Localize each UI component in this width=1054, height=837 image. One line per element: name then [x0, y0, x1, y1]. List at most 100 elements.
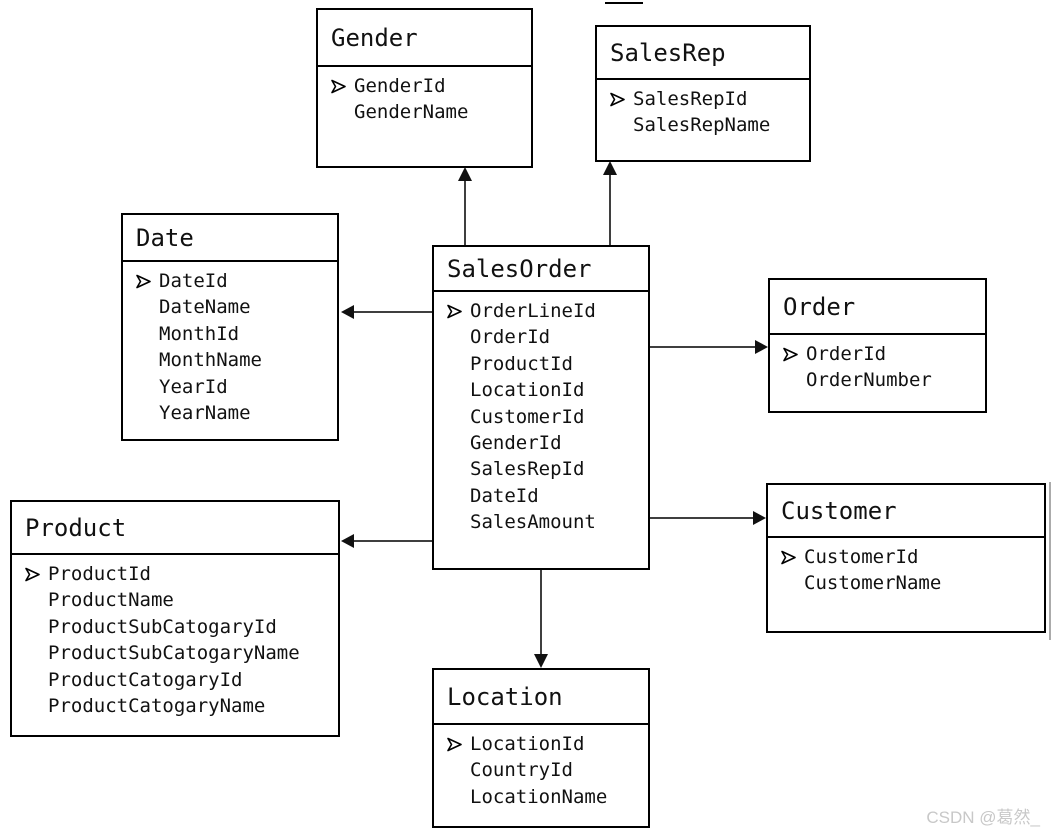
arrowhead-gender — [458, 167, 472, 181]
field-row: MonthName — [135, 347, 337, 373]
field-row: CustomerId — [780, 544, 1044, 570]
entity-title: Product — [12, 502, 338, 555]
entity-salesrep: SalesRep SalesRepId SalesRepName — [595, 25, 811, 162]
field-row: OrderNumber — [782, 367, 985, 393]
entity-order: Order OrderId OrderNumber — [768, 278, 987, 413]
field-label: ProductCatogaryName — [48, 694, 266, 717]
field-row: YearName — [135, 400, 337, 426]
field-row: YearId — [135, 374, 337, 400]
key-arrowhead-icon — [782, 346, 806, 363]
arrow-salesorder-to-product — [352, 540, 432, 542]
field-list: CustomerId CustomerName — [768, 538, 1044, 597]
field-label: GenderId — [354, 75, 446, 97]
field-label: OrderId — [470, 326, 551, 349]
field-row: GenderId — [446, 430, 648, 456]
entity-title: Gender — [318, 10, 531, 67]
field-label: CustomerName — [804, 572, 942, 595]
clipped-box-edge-top — [605, 2, 643, 4]
field-label: SalesRepName — [633, 114, 771, 137]
field-label: LocationId — [470, 379, 585, 402]
key-arrowhead-icon — [135, 273, 159, 290]
field-label: OrderLineId — [470, 300, 596, 322]
field-row: DateId — [135, 268, 337, 294]
entity-salesorder: SalesOrder OrderLineId OrderId ProductId… — [432, 245, 650, 570]
field-label: SalesRepId — [633, 88, 748, 110]
key-arrowhead-icon — [446, 303, 470, 320]
field-row: LocationId — [446, 377, 648, 403]
field-label: DateId — [470, 484, 539, 507]
field-row: GenderName — [330, 99, 531, 125]
entity-gender: Gender GenderId GenderName — [316, 8, 533, 168]
field-row: CountryId — [446, 757, 648, 783]
field-row: LocationId — [446, 731, 648, 757]
field-list: OrderId OrderNumber — [770, 335, 985, 394]
field-label: ProductName — [48, 589, 174, 612]
field-label: YearId — [159, 375, 228, 398]
field-row: ProductCatogaryId — [24, 667, 338, 693]
watermark: CSDN @葛然_ — [926, 808, 1040, 827]
entity-location: Location LocationId CountryId LocationNa… — [432, 668, 650, 828]
field-label: LocationId — [470, 733, 585, 755]
field-row: OrderLineId — [446, 298, 648, 324]
field-row: SalesRepId — [609, 86, 809, 112]
field-row: ProductName — [24, 587, 338, 613]
arrow-salesorder-to-customer — [650, 517, 754, 519]
field-label: SalesAmount — [470, 511, 596, 534]
field-row: SalesRepName — [609, 112, 809, 138]
arrowhead-product — [341, 534, 354, 548]
field-label: LocationName — [470, 785, 608, 808]
field-label: CustomerId — [470, 405, 585, 428]
field-label: SalesRepId — [470, 458, 585, 481]
field-row: ProductSubCatogaryName — [24, 640, 338, 666]
field-row: SalesRepId — [446, 456, 648, 482]
field-label: OrderId — [806, 343, 887, 365]
entity-product: Product ProductId ProductName ProductSub… — [10, 500, 340, 737]
field-label: YearName — [159, 401, 251, 424]
arrowhead-order — [755, 340, 768, 354]
key-arrowhead-icon — [24, 566, 48, 583]
field-label: ProductSubCatogaryId — [48, 615, 277, 638]
field-row: CustomerId — [446, 404, 648, 430]
field-label: ProductCatogaryId — [48, 668, 243, 691]
field-label: ProductSubCatogaryName — [48, 642, 300, 665]
key-arrowhead-icon — [446, 736, 470, 753]
field-label: CustomerId — [804, 546, 919, 568]
field-row: OrderId — [446, 324, 648, 350]
field-list: ProductId ProductName ProductSubCatogary… — [12, 555, 338, 719]
entity-title: Location — [434, 670, 648, 725]
field-row: SalesAmount — [446, 509, 648, 535]
entity-title: SalesRep — [597, 27, 809, 80]
field-label: GenderName — [354, 101, 469, 124]
field-row: OrderId — [782, 341, 985, 367]
field-row: ProductId — [24, 561, 338, 587]
field-row: LocationName — [446, 784, 648, 810]
field-row: ProductId — [446, 351, 648, 377]
field-label: MonthName — [159, 349, 262, 372]
arrowhead-customer — [753, 511, 766, 525]
field-label: OrderNumber — [806, 369, 932, 392]
field-list: GenderId GenderName — [318, 67, 531, 126]
entity-date: Date DateId DateName MonthId MonthName Y… — [121, 213, 339, 441]
field-label: MonthId — [159, 322, 240, 345]
field-list: DateId DateName MonthId MonthName YearId… — [123, 262, 337, 426]
entity-customer: Customer CustomerId CustomerName — [766, 483, 1046, 633]
entity-title: Order — [770, 280, 985, 335]
key-arrowhead-icon — [330, 78, 354, 95]
arrowhead-location — [534, 654, 548, 668]
key-arrowhead-icon — [609, 91, 633, 108]
field-row: GenderId — [330, 73, 531, 99]
field-row: DateName — [135, 294, 337, 320]
entity-title: Customer — [768, 485, 1044, 538]
arrow-salesorder-to-location — [540, 570, 542, 655]
field-row: MonthId — [135, 321, 337, 347]
arrow-salesorder-to-order — [650, 346, 756, 348]
field-row: ProductCatogaryName — [24, 693, 338, 719]
field-label: DateName — [159, 296, 251, 319]
field-list: SalesRepId SalesRepName — [597, 80, 809, 139]
entity-title: Date — [123, 215, 337, 262]
arrow-salesorder-to-salesrep — [609, 173, 611, 245]
field-label: ProductId — [470, 352, 573, 375]
field-row: CustomerName — [780, 570, 1044, 596]
field-list: OrderLineId OrderId ProductId LocationId… — [434, 292, 648, 536]
